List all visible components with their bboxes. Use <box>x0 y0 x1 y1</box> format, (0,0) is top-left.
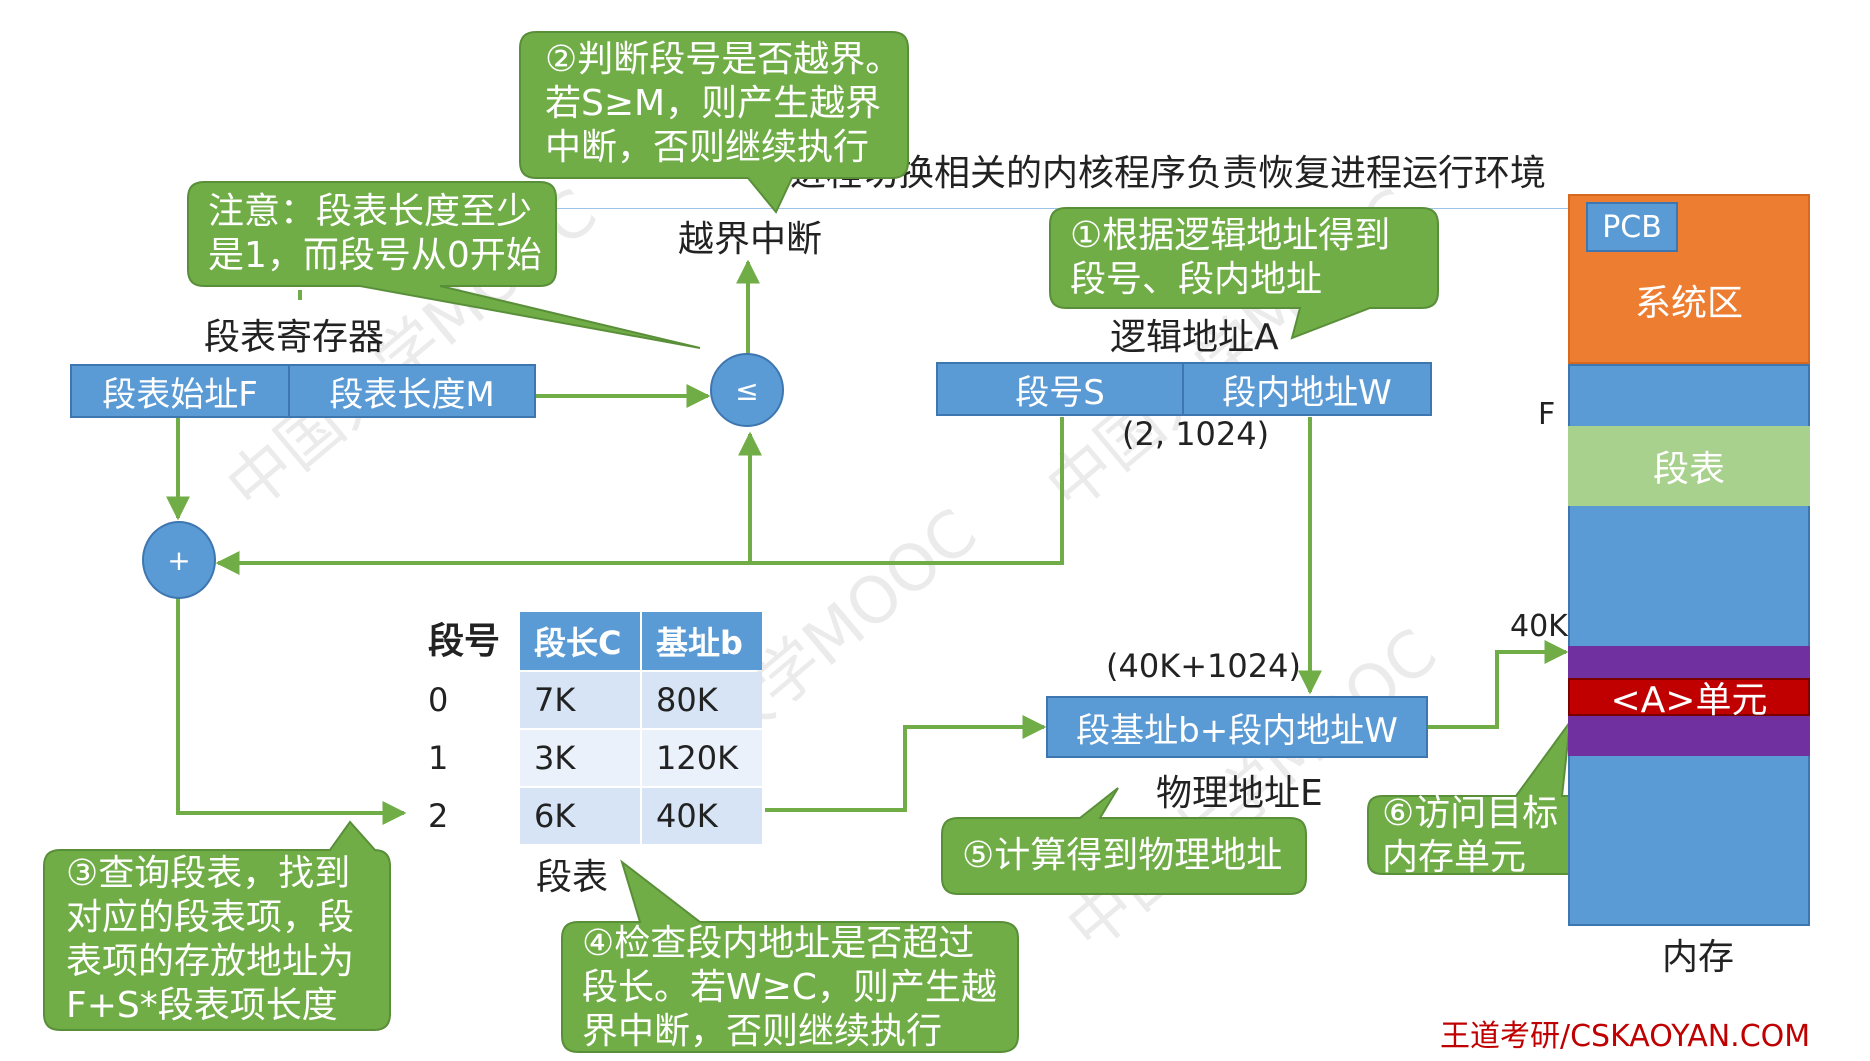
table-row-segno: 2 <box>428 797 449 835</box>
table-row-base: 40K <box>642 788 762 844</box>
table-row-length: 6K <box>520 788 642 844</box>
memory-target-unit: <A>单元 <box>1568 678 1810 721</box>
table-row-base: 80K <box>642 672 762 730</box>
callout-step2: ②判断段号是否越界。 若S≥M，则产生越界 中断，否则继续执行 <box>545 39 902 168</box>
table-row-segno: 1 <box>428 739 449 777</box>
segment-number-field: 段号S <box>936 362 1184 416</box>
table-row-segno: 0 <box>428 681 449 719</box>
compare-operator: ≤ <box>710 353 784 427</box>
segment-offset-field: 段内地址W <box>1182 362 1432 416</box>
out-of-bounds-label: 越界中断 <box>678 219 823 260</box>
register-start-field: 段表始址F <box>70 364 290 418</box>
physical-address-value: (40K+1024) <box>1106 647 1301 685</box>
table-row-length: 7K <box>520 672 642 730</box>
callout-step5: ⑤计算得到物理地址 <box>962 835 1283 876</box>
top-text: 进程切换相关的内核程序负责恢复进程运行环境 <box>790 153 1547 194</box>
segment-register-label: 段表寄存器 <box>204 317 385 358</box>
memory-purple-lower <box>1568 716 1810 756</box>
callout-note: 注意：段表长度至少 是1，而段号从0开始 <box>208 191 542 276</box>
segment-table-caption: 段表 <box>536 857 609 898</box>
table-header-segno: 段号 <box>428 621 501 662</box>
physical-address-box: 段基址b+段内地址W <box>1046 696 1428 758</box>
callout-step1: ①根据逻辑地址得到 段号、段内地址 <box>1070 215 1391 300</box>
physical-address-label: 物理地址E <box>1156 773 1323 814</box>
memory-caption: 内存 <box>1662 937 1735 978</box>
table-row-length: 3K <box>520 730 642 788</box>
callout-step4: ④检查段内地址是否超过 段长。若W≥C，则产生越 界中断，否则继续执行 <box>582 923 997 1052</box>
brand-footer: 王道考研/CSKAOYAN.COM <box>1440 1019 1811 1054</box>
memory-segment-table: 段表 <box>1568 426 1810 506</box>
table-header-base: 基址b <box>642 612 762 670</box>
memory-purple-upper <box>1568 646 1810 678</box>
callout-step6: ⑥访问目标 内存单元 <box>1382 793 1559 878</box>
add-operator: + <box>142 521 216 599</box>
logical-address-value: (2, 1024) <box>1122 415 1270 453</box>
memory-f-label: F <box>1538 397 1556 432</box>
memory-system-label: 系统区 <box>1634 283 1743 324</box>
memory-pcb: PCB <box>1586 202 1678 252</box>
logical-address-label: 逻辑地址A <box>1110 317 1279 358</box>
callout-step3: ③查询段表，找到 对应的段表项，段 表项的存放地址为 F+S*段表项长度 <box>66 853 355 1026</box>
table-header-length: 段长C <box>520 612 642 670</box>
memory-40k-label: 40K <box>1510 609 1568 644</box>
table-row-base: 120K <box>642 730 762 788</box>
register-length-field: 段表长度M <box>288 364 536 418</box>
